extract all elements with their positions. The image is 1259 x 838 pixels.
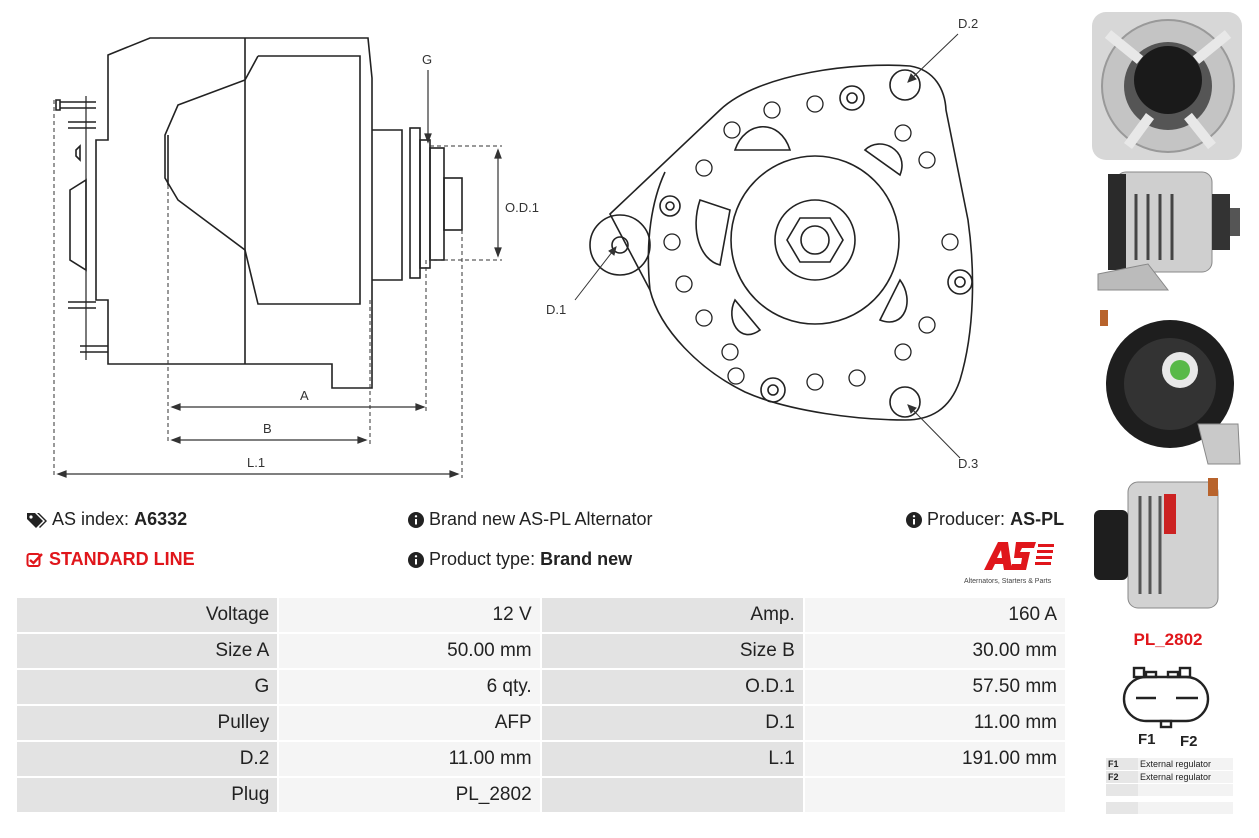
- alternator-front-view: [589, 64, 974, 421]
- info-icon: [408, 512, 424, 529]
- spec-value: PL_2802: [279, 778, 540, 812]
- legend-desc: External regulator: [1138, 771, 1233, 783]
- producer-label: Producer:: [927, 509, 1006, 529]
- tags-icon: [27, 513, 47, 529]
- table-row: Size A 50.00 mm Size B 30.00 mm: [17, 634, 1065, 668]
- spec-key: G: [17, 670, 278, 704]
- checkbox-checked-icon: [26, 553, 43, 568]
- product-photo-rear[interactable]: [1088, 304, 1248, 472]
- spec-value: 160 A: [804, 598, 1065, 632]
- legend-row-empty: [1106, 784, 1233, 796]
- info-icon: [906, 512, 922, 529]
- spec-key: L.1: [541, 742, 803, 776]
- table-row: Pulley AFP D.1 11.00 mm: [17, 706, 1065, 740]
- spec-key: [541, 778, 803, 812]
- spec-value: 57.50 mm: [804, 670, 1065, 704]
- standard-line-label: STANDARD LINE: [49, 549, 195, 569]
- spec-key: Size A: [17, 634, 278, 668]
- alternator-side-view: [95, 37, 373, 389]
- plug-connector-diagram: [1122, 666, 1210, 729]
- as-pl-logo: Alternators, Starters & Parts: [964, 538, 1068, 585]
- product-description: Brand new AS-PL Alternator: [429, 509, 653, 529]
- dim-label-d1: D.1: [546, 302, 566, 317]
- description-row: Brand new AS-PL Alternator: [408, 509, 652, 530]
- pin-label-f1: F1: [1138, 731, 1156, 748]
- spec-key: O.D.1: [541, 670, 803, 704]
- as-pl-logo-mark: [984, 542, 1054, 570]
- dim-label-a: A: [300, 388, 309, 403]
- logo-tagline: Alternators, Starters & Parts: [964, 578, 1052, 585]
- as-index-value: A6332: [134, 509, 188, 529]
- spec-value: [804, 778, 1065, 812]
- table-row: G 6 qty. O.D.1 57.50 mm: [17, 670, 1065, 704]
- product-type-label: Product type:: [429, 549, 536, 569]
- legend-desc: External regulator: [1138, 758, 1233, 770]
- legend-pin: F1: [1106, 758, 1138, 770]
- legend-row: F1 External regulator: [1106, 758, 1233, 770]
- dim-label-b: B: [263, 421, 272, 436]
- product-photo-top[interactable]: [1088, 476, 1248, 612]
- spec-value: 6 qty.: [279, 670, 540, 704]
- table-row: D.2 11.00 mm L.1 191.00 mm: [17, 742, 1065, 776]
- spec-value: AFP: [279, 706, 540, 740]
- spec-key: Pulley: [17, 706, 278, 740]
- spec-table: Voltage 12 V Amp. 160 A Size A 50.00 mm …: [15, 596, 1067, 814]
- legend-pin: F2: [1106, 771, 1138, 783]
- spec-value: 12 V: [279, 598, 540, 632]
- dim-label-l1: L.1: [247, 455, 265, 470]
- technical-drawing: A B L.1 G O.D.1 D.1 D.2 D.3: [53, 16, 978, 478]
- plug-legend: F1 External regulator F2 External regula…: [1106, 758, 1233, 815]
- spec-value: 50.00 mm: [279, 634, 540, 668]
- spec-value: 191.00 mm: [804, 742, 1065, 776]
- spec-key: D.1: [541, 706, 803, 740]
- producer-value: AS-PL: [1010, 509, 1065, 529]
- as-index-label: AS index:: [52, 509, 130, 529]
- spec-key: D.2: [17, 742, 278, 776]
- info-icon: [408, 552, 424, 569]
- producer-row: Producer: AS-PL: [906, 509, 1064, 530]
- spec-key: Size B: [541, 634, 803, 668]
- plug-code: PL_2802: [1133, 630, 1203, 649]
- table-row: Voltage 12 V Amp. 160 A: [17, 598, 1065, 632]
- dim-label-g: G: [422, 52, 432, 67]
- dim-label-od1: O.D.1: [505, 200, 539, 215]
- product-type-row: Product type: Brand new: [408, 549, 632, 570]
- product-photo-side[interactable]: [1088, 164, 1248, 300]
- legend-row: F2 External regulator: [1106, 771, 1233, 783]
- spec-key: Voltage: [17, 598, 278, 632]
- standard-line-badge: STANDARD LINE: [26, 549, 195, 570]
- spec-value: 30.00 mm: [804, 634, 1065, 668]
- product-photo-front[interactable]: [1088, 6, 1248, 162]
- pin-label-f2: F2: [1180, 733, 1198, 750]
- product-type-value: Brand new: [540, 549, 633, 569]
- table-row: Plug PL_2802: [17, 778, 1065, 812]
- dim-label-d2: D.2: [958, 16, 978, 31]
- dim-label-d3: D.3: [958, 456, 978, 471]
- spec-value: 11.00 mm: [279, 742, 540, 776]
- spec-key: Plug: [17, 778, 278, 812]
- as-index: AS index: A6332: [26, 509, 187, 530]
- spec-key: Amp.: [541, 598, 803, 632]
- spec-value: 11.00 mm: [804, 706, 1065, 740]
- legend-row-empty: [1106, 802, 1233, 814]
